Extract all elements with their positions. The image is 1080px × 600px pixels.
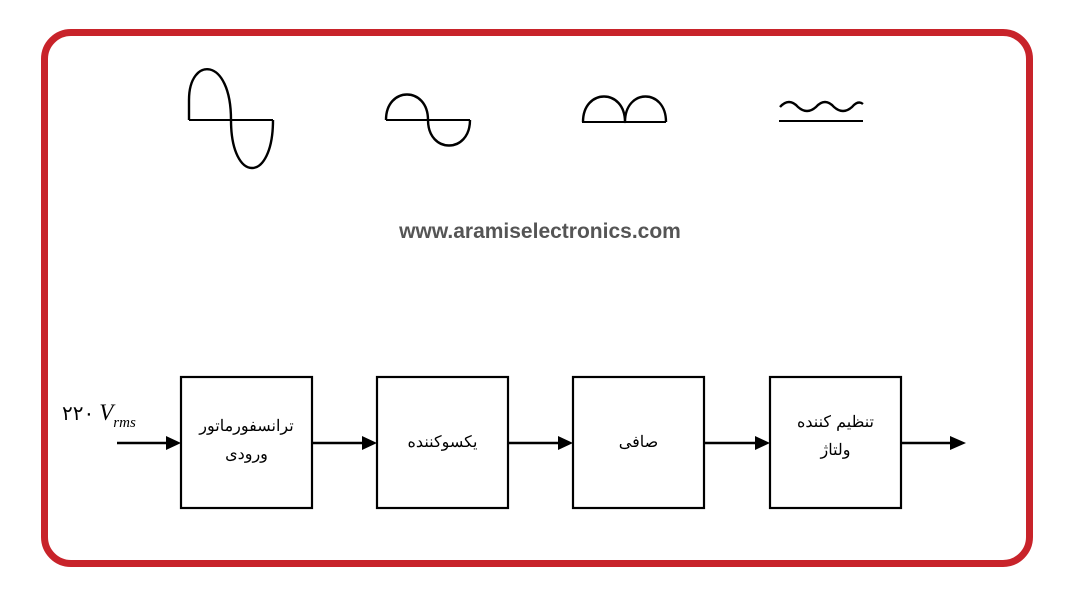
sine-wave-small-icon: [384, 93, 472, 147]
input-transformer-block: [179, 375, 314, 510]
input-transformer-label: ترانسفورماتور ورودی: [181, 412, 312, 468]
connector-arrow: [312, 436, 377, 450]
connector-arrow: [704, 436, 770, 450]
input-voltage-label: ۲۲۰ Vrms: [62, 400, 136, 431]
watermark-url: www.aramiselectronics.com: [399, 220, 681, 243]
connector-arrow: [508, 436, 573, 450]
rectifier-block: [375, 375, 510, 510]
block-label-line1: صافی: [618, 432, 659, 451]
input-voltage-symbol: V: [99, 400, 114, 425]
full-wave-rectified-icon: [581, 95, 668, 124]
sine-wave-large-icon: [187, 67, 275, 170]
block-label-line1: یکسوکننده: [407, 432, 478, 451]
block-label-line1: تنظیم کننده: [796, 412, 875, 431]
block-label-line2: ولتاژ: [820, 440, 851, 459]
block-label-line1: ترانسفورماتور: [199, 416, 294, 435]
input-arrow: [117, 436, 181, 450]
rectifier-label: یکسوکننده: [377, 428, 508, 456]
input-voltage-subscript: rms: [113, 415, 136, 431]
block-label-line2: ورودی: [225, 444, 268, 463]
voltage-regulator-block: [768, 375, 903, 510]
ripple-dc-icon: [779, 100, 864, 122]
input-voltage-value: ۲۲۰: [62, 403, 95, 425]
output-arrow: [901, 436, 966, 450]
voltage-regulator-label: تنظیم کننده ولتاژ: [770, 408, 901, 464]
filter-label: صافی: [573, 428, 704, 456]
